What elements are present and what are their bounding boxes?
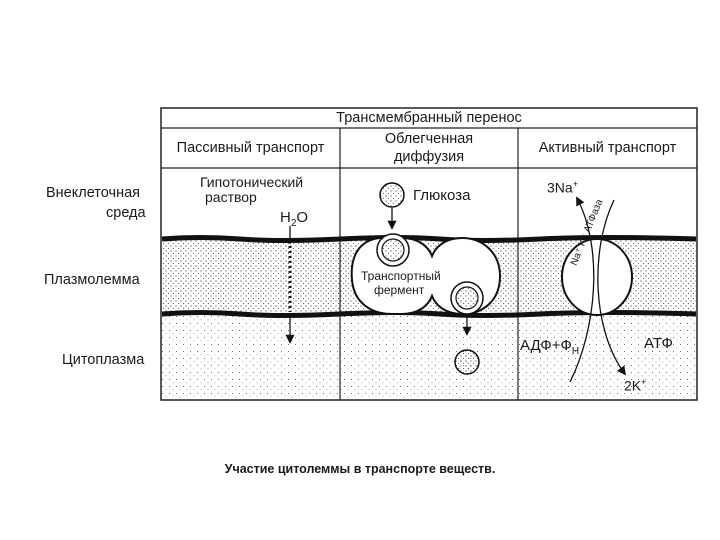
hypotonic-solution-line1: Гипотонический (200, 174, 304, 190)
membrane-outer-line (161, 235, 697, 243)
sodium-arrow-out (569, 196, 595, 383)
potassium-arrow-in (597, 199, 627, 376)
figure-caption: Участие цитолеммы в транспорте веществ. (224, 462, 496, 476)
atp-label: АТФ (644, 335, 673, 352)
glucose-bound-top (381, 238, 405, 262)
membrane-inner-line (161, 310, 697, 318)
cytoplasm-label: Цитоплазма (62, 352, 145, 368)
na-k-atpase-pump (561, 238, 633, 316)
diagram-frame (160, 107, 698, 401)
glucose-molecule-top (379, 182, 405, 208)
water-label: H2O (280, 209, 309, 229)
active-transport-header: Активный транспорт (538, 140, 677, 156)
glucose-molecule-bottom (454, 349, 480, 375)
facilitated-diffusion-header-line1: Облегченная (384, 131, 474, 147)
sodium-ions-label: 3Na+ (547, 179, 578, 196)
transport-enzyme-label-line1: Транспортный (361, 269, 441, 283)
transport-enzyme-label-line2: фермент (374, 283, 425, 297)
extracellular-label-line1: Внеклеточная (46, 185, 140, 201)
adp-label: АДФ+ФН (520, 337, 580, 357)
extracellular-label-line2: среда (106, 205, 146, 221)
passive-transport-header: Пассивный транспорт (176, 140, 325, 156)
glucose-label: Глюкоза (413, 187, 471, 204)
facilitated-diffusion-header-line2: диффузия (393, 149, 465, 165)
glucose-bound-bottom (455, 286, 479, 310)
cytoplasm-layer (162, 316, 696, 399)
plasmalemma-label: Плазмолемма (44, 272, 140, 288)
potassium-ions-label: 2K+ (624, 377, 647, 394)
hypotonic-solution-line2: раствор (205, 189, 257, 205)
diagram-title: Трансмембранный перенос (336, 110, 522, 126)
